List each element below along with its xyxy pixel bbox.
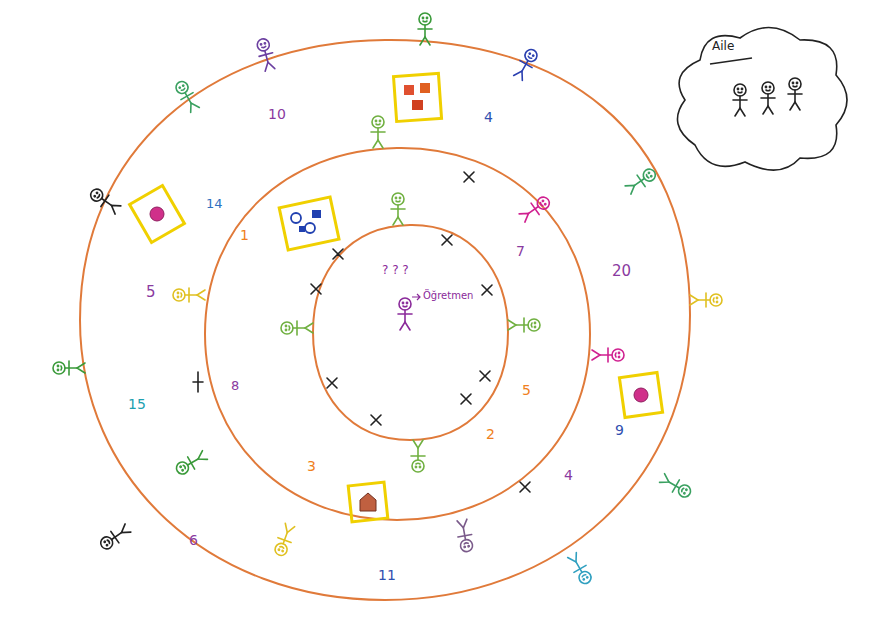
stick-figure bbox=[173, 79, 201, 114]
stick-figure bbox=[88, 186, 122, 216]
stick-figure bbox=[624, 166, 658, 196]
stick-figure bbox=[281, 321, 313, 335]
stick-figure bbox=[761, 82, 775, 114]
stick-figure bbox=[411, 440, 425, 472]
picture-frame bbox=[348, 482, 388, 522]
region-number: 11 bbox=[378, 568, 396, 583]
thought-cloud bbox=[677, 27, 847, 170]
cloud-title: Aile bbox=[712, 40, 734, 53]
ring bbox=[313, 225, 508, 440]
frame-picture bbox=[412, 100, 423, 110]
stick-figure bbox=[690, 293, 722, 307]
cross-mark bbox=[482, 285, 492, 295]
cross-mark bbox=[333, 249, 343, 259]
figure-label: Öğretmen bbox=[423, 290, 473, 301]
stick-figure bbox=[98, 522, 132, 552]
cross-mark bbox=[193, 372, 203, 392]
stick-figure bbox=[371, 116, 385, 148]
region-number: 2 bbox=[486, 427, 495, 442]
ring bbox=[80, 40, 690, 600]
stick-figure bbox=[391, 193, 405, 225]
stick-figure bbox=[659, 472, 694, 500]
question-marks: ? ? ? bbox=[382, 264, 409, 277]
region-number: 1 bbox=[240, 228, 249, 243]
stick-figure bbox=[508, 318, 540, 332]
cross-mark bbox=[480, 371, 490, 381]
frame-picture bbox=[291, 213, 301, 223]
region-number: 4 bbox=[564, 468, 573, 483]
frame-picture bbox=[404, 85, 414, 95]
region-number: 9 bbox=[615, 423, 624, 438]
cloud-node: Aile bbox=[712, 40, 734, 53]
region-number: 5 bbox=[146, 284, 156, 301]
stick-figure bbox=[272, 523, 296, 558]
stick-figure bbox=[788, 78, 802, 110]
frame-picture bbox=[299, 226, 305, 232]
region-number: 5 bbox=[522, 383, 531, 398]
stick-figure bbox=[518, 194, 552, 224]
picture-frame bbox=[130, 73, 663, 521]
region-number: 7 bbox=[516, 244, 525, 259]
stick-figure bbox=[592, 348, 624, 362]
pointer-arrow bbox=[412, 294, 420, 300]
region-number: 20 bbox=[612, 263, 631, 280]
region-number: 8 bbox=[231, 379, 239, 393]
cross-mark bbox=[464, 172, 474, 182]
stick-figure bbox=[255, 37, 277, 72]
stick-figure bbox=[53, 361, 85, 375]
cross-mark bbox=[193, 172, 530, 492]
frame-picture bbox=[305, 223, 315, 233]
frame-picture bbox=[150, 83, 648, 511]
underline bbox=[710, 58, 752, 64]
stick-figure bbox=[53, 13, 722, 586]
stick-figure bbox=[733, 84, 747, 116]
ring bbox=[80, 40, 690, 600]
picture-frame bbox=[130, 185, 185, 242]
ring bbox=[205, 148, 590, 520]
region-number: 10 bbox=[268, 107, 286, 122]
frame-picture bbox=[420, 83, 430, 93]
cross-mark bbox=[311, 284, 321, 294]
region-number: 15 bbox=[128, 397, 146, 412]
stick-figure bbox=[173, 288, 205, 302]
picture-frame bbox=[279, 197, 339, 250]
frame-picture bbox=[150, 207, 164, 221]
stick-figure bbox=[418, 13, 432, 45]
stick-figure bbox=[398, 298, 412, 330]
stick-figure bbox=[566, 552, 594, 587]
stick-figure bbox=[455, 519, 474, 553]
cross-mark bbox=[461, 394, 471, 404]
frame-picture bbox=[312, 210, 321, 218]
stick-figure bbox=[733, 78, 802, 116]
frame-picture bbox=[634, 388, 648, 402]
cross-mark bbox=[442, 235, 452, 245]
region-number: 3 bbox=[307, 459, 316, 474]
stick-figure bbox=[512, 47, 540, 82]
frame-picture bbox=[360, 493, 376, 511]
picture-frame bbox=[619, 373, 662, 418]
region-number: 4 bbox=[484, 110, 493, 125]
cross-mark bbox=[371, 415, 381, 425]
picture-frame bbox=[394, 73, 442, 121]
stick-figure bbox=[174, 449, 209, 477]
cross-mark bbox=[327, 378, 337, 388]
region-number: 14 bbox=[206, 197, 223, 211]
region-number: 6 bbox=[189, 533, 198, 548]
cross-mark bbox=[520, 482, 530, 492]
